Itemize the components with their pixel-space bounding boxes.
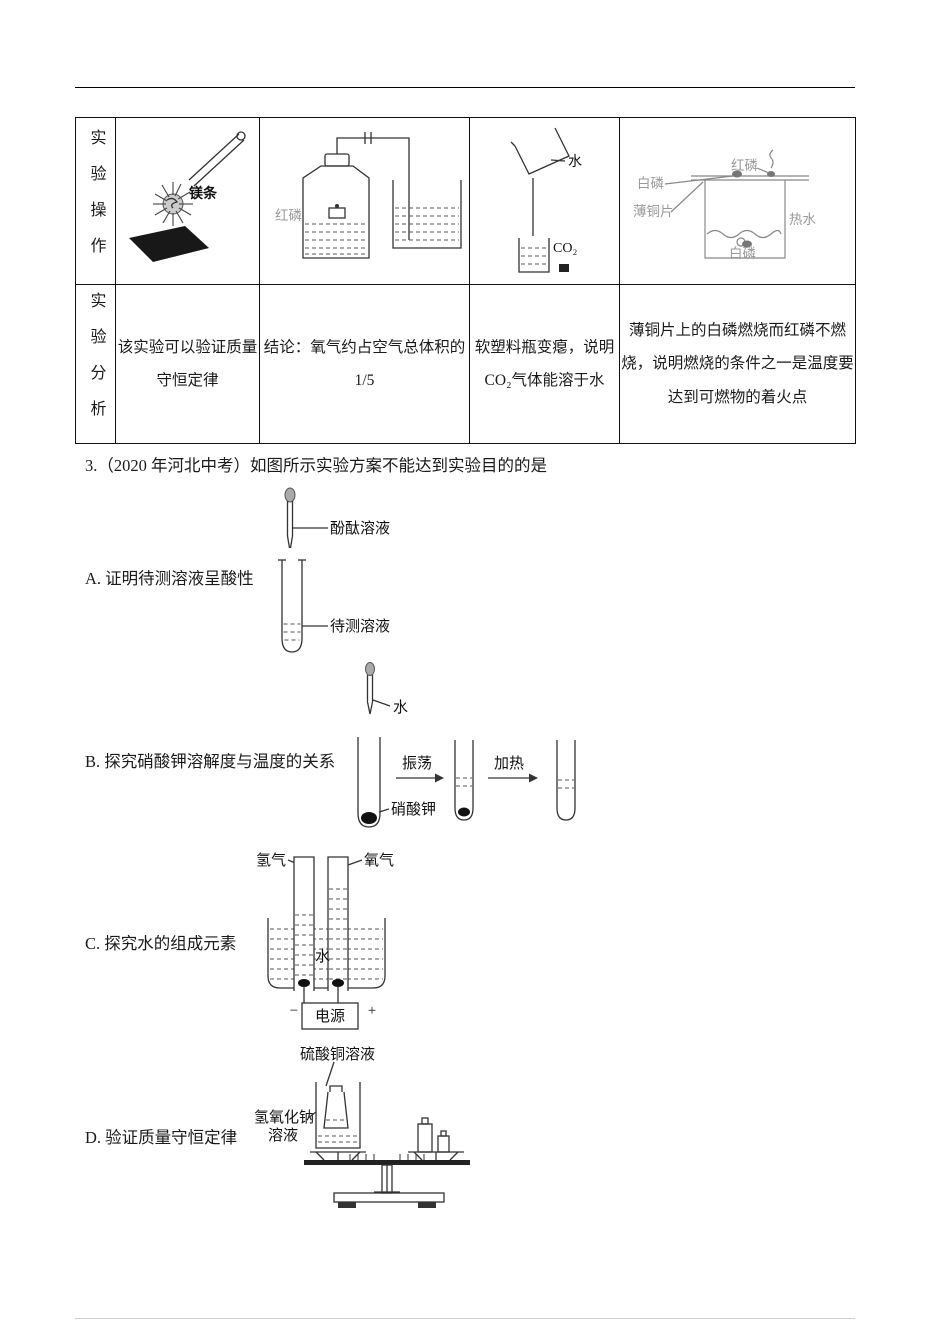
row-header-analysis: 实验分析 — [75, 284, 116, 444]
option-c-label: C. 探究水的组成元素 — [85, 934, 237, 953]
kno3-solid — [361, 812, 377, 824]
electrode — [298, 979, 310, 987]
naoh-label-line2: 溶液 — [268, 1127, 298, 1144]
red-phosphorus-label: 红磷 — [275, 208, 302, 223]
shake-label: 振荡 — [402, 755, 432, 772]
balance-beam — [304, 1160, 470, 1165]
analysis-cell-3: 软塑料瓶变瘪，说明CO₂气体能溶于水 — [469, 284, 620, 444]
diagram-option-d: 硫酸铜溶液 氢氧化钠 溶液 — [254, 1046, 470, 1208]
kno3-solid — [458, 807, 470, 817]
diagram-option-a: 酚酞溶液 待测溶液 — [278, 487, 390, 653]
row-experiment-operation: 实验操作 镁条 — [75, 117, 856, 285]
small-object — [558, 264, 569, 272]
phosphorus-ignition-diagram: 红磷 白磷 薄铜片 热水 白磷 — [633, 149, 817, 261]
top-rule — [75, 87, 855, 88]
co2-dissolve-diagram: 水 CO₂ — [510, 127, 582, 273]
option-a-label: A. 证明待测溶液呈酸性 — [85, 569, 254, 588]
row-header-analysis-label: 实验分析 — [87, 292, 105, 436]
row-header-operation: 实验操作 — [75, 117, 116, 285]
row-experiment-analysis: 实验分析 该实验可以验证质量守恒定律 结论：氧气约占空气总体积的 1/5 软塑料… — [75, 284, 856, 444]
red-phosphorus-label: 红磷 — [731, 158, 758, 173]
question-3-text: 3.（2020 年河北中考）如图所示实验方案不能达到实验目的的是 — [85, 456, 547, 475]
red-phosphorus-air-diagram: 红磷 — [275, 132, 462, 259]
bottom-rule — [75, 1318, 855, 1319]
dropper-bulb — [365, 662, 375, 676]
analysis-cell-1: 该实验可以验证质量守恒定律 — [115, 284, 260, 444]
magnesium-burning-diagram: 镁条 — [128, 131, 246, 262]
option-d-label: D. 验证质量守恒定律 — [85, 1128, 238, 1147]
cuso4-label: 硫酸铜溶液 — [300, 1046, 375, 1063]
electrode — [332, 979, 344, 987]
diagram-option-b: 水 硝酸钾 振荡 加热 — [357, 662, 576, 828]
option-b-label: B. 探究硝酸钾溶解度与温度的关系 — [85, 752, 336, 771]
balance-base — [333, 1192, 445, 1203]
oxygen-label: 氧气 — [364, 852, 394, 869]
cell-diagram-red-phosphorus: 红磷 — [259, 117, 470, 285]
arrow-head — [529, 773, 538, 783]
phenolphthalein-label: 酚酞溶液 — [330, 520, 390, 537]
row-header-operation-label: 实验操作 — [87, 129, 105, 273]
dropper-bulb — [284, 487, 296, 503]
cell-diagram-phosphorus-copper: 红磷 白磷 薄铜片 热水 白磷 — [619, 117, 856, 285]
white-phosphorus-bottom-label: 白磷 — [729, 246, 756, 261]
water-label: 水 — [315, 948, 330, 965]
water-label: 水 — [393, 699, 408, 716]
analysis-cell-2: 结论：氧气约占空气总体积的 1/5 — [259, 284, 470, 444]
hot-water-label: 热水 — [789, 212, 817, 227]
experiment-table: 实验操作 镁条 — [75, 117, 856, 444]
naoh-label-line1: 氢氧化钠 — [254, 1109, 314, 1126]
white-phosphorus-top-label: 白磷 — [637, 176, 664, 191]
magnesium-strip-label: 镁条 — [189, 185, 218, 202]
hydrogen-label: 氢气 — [256, 852, 286, 869]
water-label: 水 — [568, 154, 582, 170]
kno3-label: 硝酸钾 — [391, 801, 436, 818]
copper-sheet-label: 薄铜片 — [633, 204, 674, 219]
weight-small — [437, 1135, 450, 1153]
co2-label: CO₂ — [553, 241, 577, 256]
test-solution-label: 待测溶液 — [330, 618, 390, 635]
power-supply-label: 电源 — [315, 1008, 345, 1025]
plus-terminal: + — [368, 1003, 376, 1019]
arrow-head — [435, 773, 444, 783]
cell-diagram-co2-water: 水 CO₂ — [469, 117, 620, 285]
minus-terminal: − — [290, 1003, 298, 1019]
diagram-option-c: 氢气 氧气 水 电源 — [256, 852, 394, 1030]
heat-label: 加热 — [494, 755, 524, 772]
weight-large — [417, 1123, 433, 1153]
dark-slab — [128, 226, 209, 262]
analysis-cell-4: 薄铜片上的白磷燃烧而红磷不燃烧，说明燃烧的条件之一是温度要达到可燃物的着火点 — [619, 284, 856, 444]
cell-diagram-magnesium: 镁条 — [115, 117, 260, 285]
